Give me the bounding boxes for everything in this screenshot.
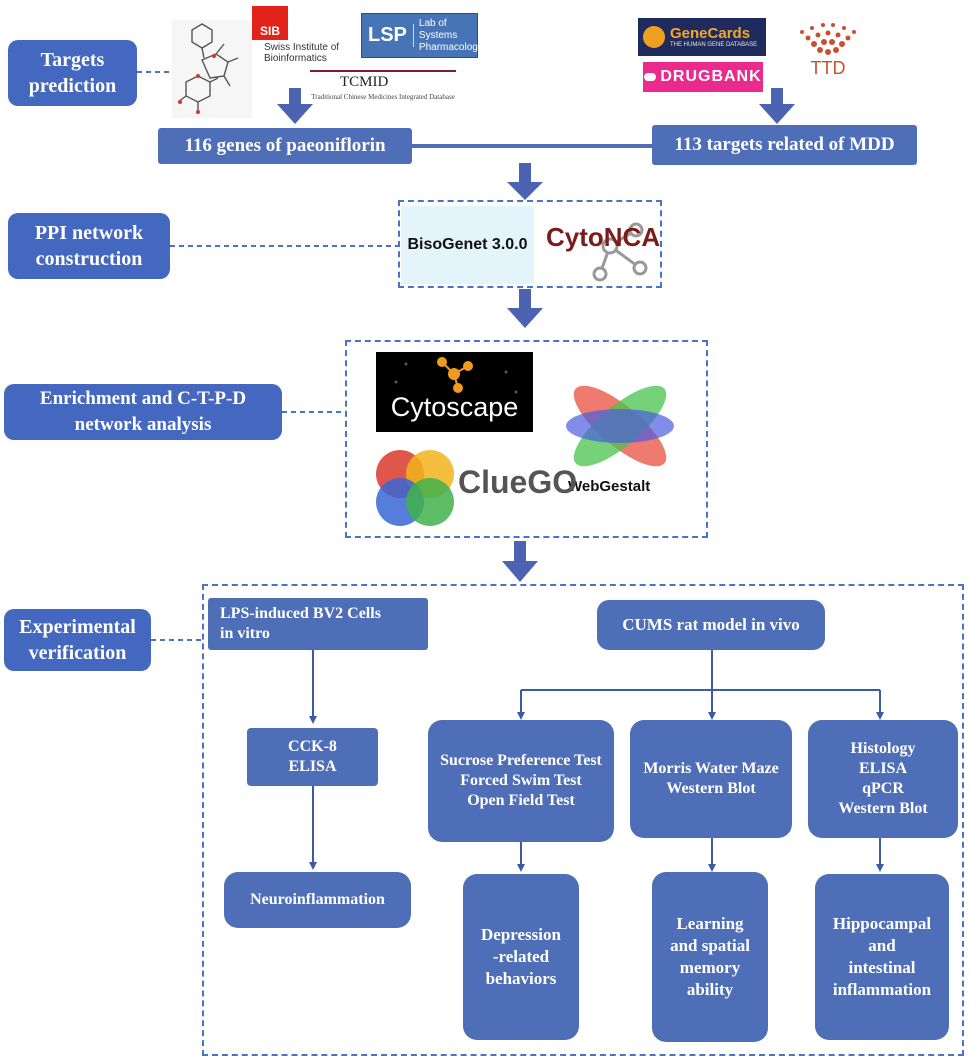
mdd-targets: 113 targets related of MDD (652, 125, 917, 165)
behavior-tests: Sucrose Preference Test Forced Swim Test… (428, 720, 614, 842)
invivo-model: CUMS rat model in vivo (597, 600, 825, 650)
cytoscape-logo: Cytoscape (376, 352, 533, 432)
paeoniflorin-structure (172, 20, 252, 118)
cluego-spheres-icon (376, 450, 454, 526)
tcmid-logo: TCMID Traditional Chinese Medicines Inte… (310, 70, 456, 106)
paeoniflorin-genes: 116 genes of paeoniflorin (158, 128, 412, 164)
enrichment-tools-frame (345, 340, 708, 538)
tcmid-subtitle: Traditional Chinese Medicines Integrated… (311, 93, 455, 101)
genecards-title: GeneCards (670, 25, 751, 42)
drugbank-logo: DRUGBANK (643, 62, 763, 92)
cytoscape-network-icon (394, 357, 518, 394)
cytonca-network-icon (592, 222, 648, 282)
lsp-mark: LSP (362, 24, 414, 47)
memory-tests: Morris Water Maze Western Blot (630, 720, 792, 838)
stage-ppi-network: PPI network construction (8, 213, 170, 279)
drugbank-title: DRUGBANK (660, 68, 762, 85)
cluego-logo: ClueGO (372, 444, 577, 530)
block-arrows (277, 88, 795, 582)
cytoscape-title: Cytoscape (390, 392, 519, 422)
drugbank-icon (644, 73, 657, 81)
invitro-assays: CCK-8 ELISA (247, 728, 378, 786)
stage-experimental: Experimental verification (4, 609, 151, 671)
results-connector (412, 144, 652, 148)
genecards-logo: GeneCards THE HUMAN GENE DATABASE (638, 18, 766, 56)
lsp-logo: LSP Lab of Systems Pharmacology (361, 13, 483, 58)
stage-targets-prediction: Targets prediction (8, 40, 137, 106)
experimental-frame (202, 584, 964, 1056)
webgestalt-title: WebGestalt (568, 478, 651, 495)
tcmid-title: TCMID (340, 74, 389, 90)
ttd-logo: TTD (790, 20, 866, 78)
ttd-dots-icon (800, 23, 856, 55)
bisogenet-logo: BisoGenet 3.0.0 (401, 206, 534, 284)
cytonca-logo: CytoNCA (540, 208, 661, 284)
genecards-subtitle: THE HUMAN GENE DATABASE (670, 42, 758, 48)
cluego-title: ClueGO (458, 464, 578, 500)
webgestalt-logo: WebGestalt (560, 378, 688, 500)
bisogenet-title: BisoGenet 3.0.0 (407, 236, 528, 253)
inflammation-tests: Histology ELISA qPCR Western Blot (808, 720, 958, 838)
genecards-icon (643, 26, 665, 48)
ppi-tools-frame (398, 200, 662, 288)
sib-logo: SIB Swiss Institute of Bioinformatics (252, 6, 352, 64)
invitro-model: LPS-induced BV2 Cells in vitro (208, 598, 428, 650)
invitro-outcome: Neuroinflammation (224, 872, 411, 928)
cytonca-title: CytoNCA (546, 222, 661, 252)
sib-name: Swiss Institute of Bioinformatics (264, 42, 340, 64)
sib-mark: SIB (252, 6, 288, 40)
stage-enrichment: Enrichment and C-T-P-D network analysis (4, 384, 282, 440)
outcome-learning-memory: Learning and spatial memory ability (652, 872, 768, 1042)
webgestalt-venn-icon (566, 385, 674, 467)
lsp-name: Lab of Systems Pharmacology (418, 17, 483, 53)
outcome-hippocampal-inflammation: Hippocampal and intestinal inflammation (815, 874, 949, 1040)
ttd-title: TTD (810, 58, 846, 78)
outcome-depression: Depression -related behaviors (463, 874, 579, 1040)
